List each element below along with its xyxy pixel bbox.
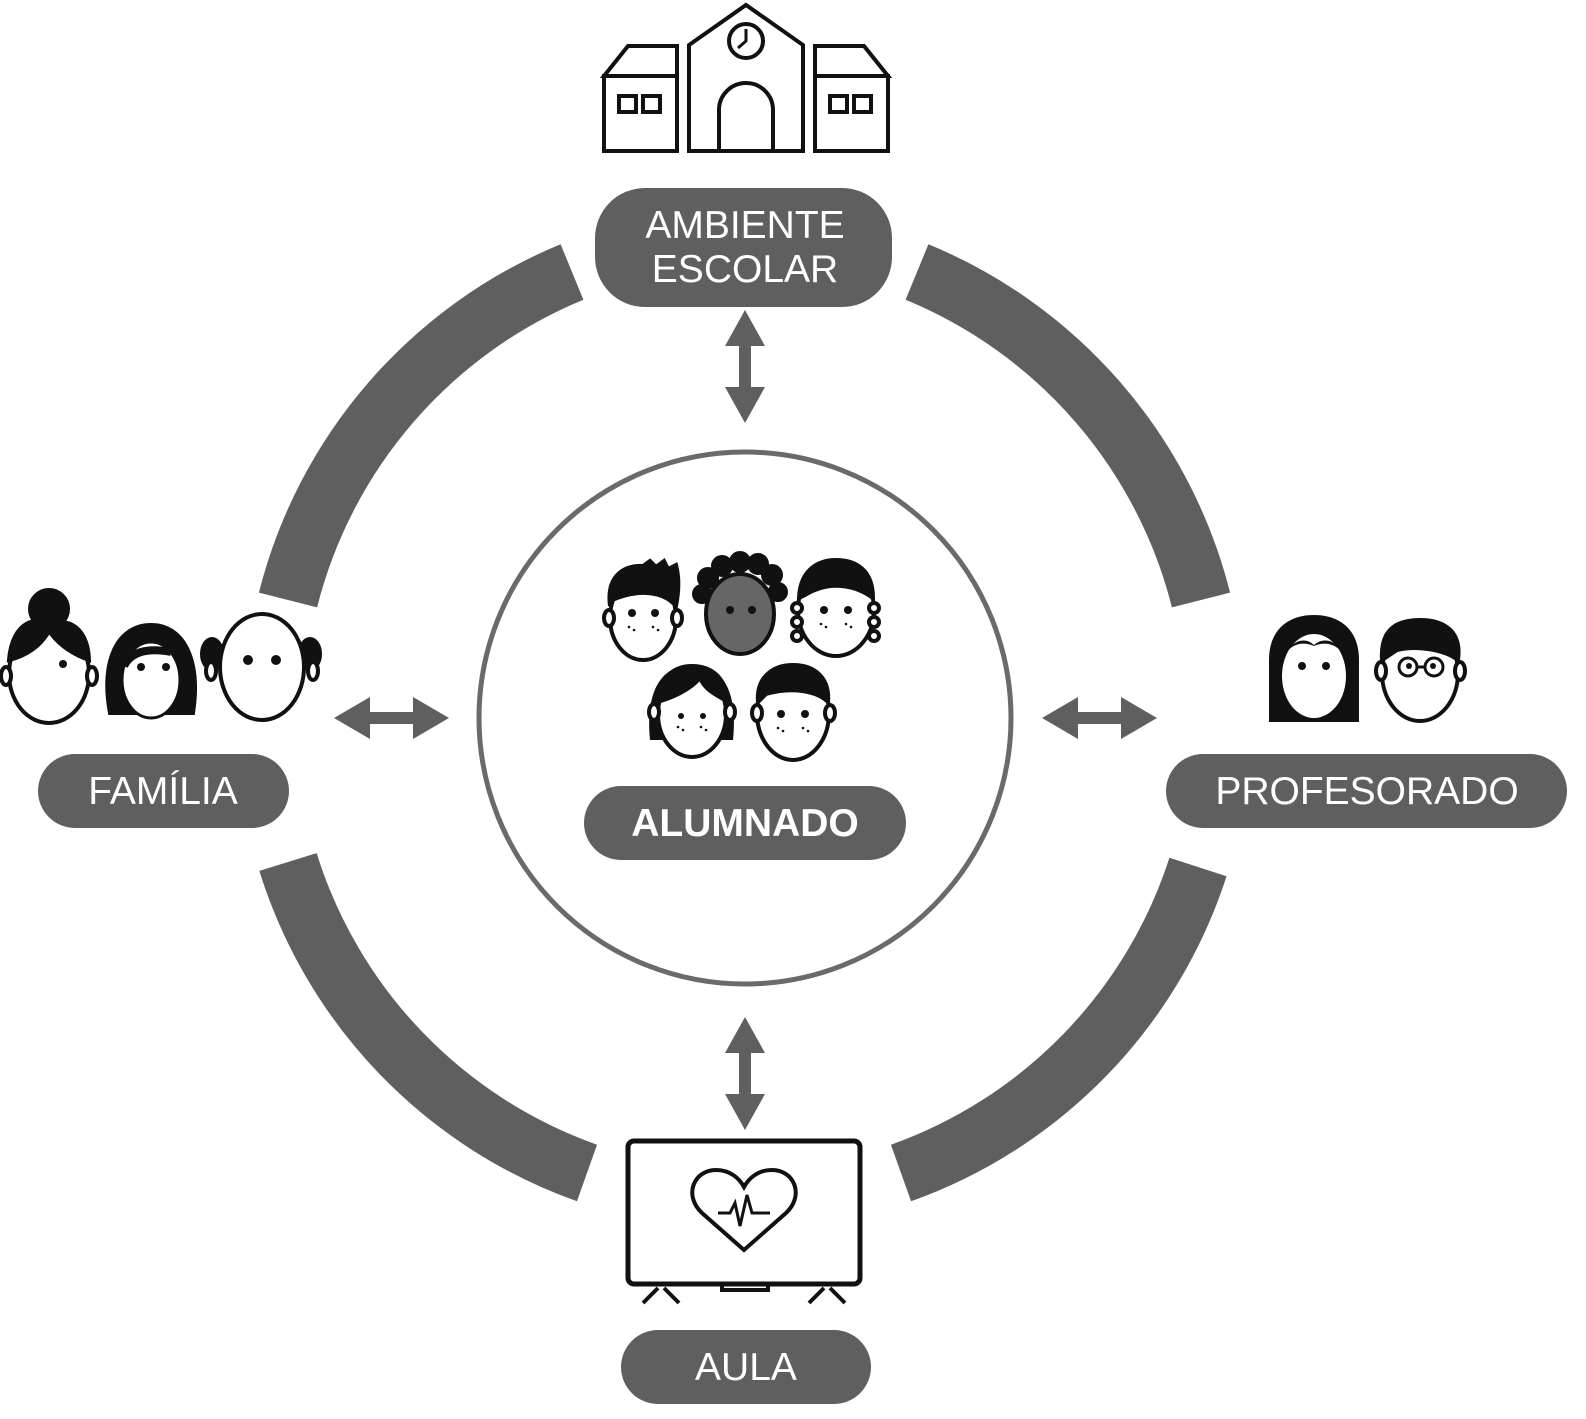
teachers-faces-icon: [1269, 615, 1467, 723]
label-ambiente-line2: ESCOLAR: [652, 248, 838, 291]
face-teacher-woman-icon: [1269, 615, 1359, 722]
face-girl-icon: [105, 622, 197, 720]
students-faces-icon: [602, 551, 881, 762]
arrows: [334, 310, 1157, 1130]
label-ambiente-line1: AMBIENTE: [645, 204, 844, 247]
family-faces-icon: [0, 588, 322, 725]
arrow-right-bidirectional: [1042, 697, 1157, 739]
arrow-left-bidirectional: [334, 697, 449, 739]
pulse-line-icon: [718, 1194, 770, 1227]
ring-arc-bottom-left: [259, 852, 598, 1202]
face-student-boy-spiky-icon: [602, 557, 684, 662]
label-alumnado: ALUMNADO: [631, 802, 858, 845]
pill-ambiente-escolar: AMBIENTE ESCOLAR: [595, 188, 892, 307]
pill-familia: FAMÍLIA: [38, 754, 289, 828]
face-teacher-man-glasses-icon: [1374, 617, 1467, 723]
face-student-girl-braids-icon: [790, 557, 881, 658]
ring-arc-top-right: [905, 244, 1231, 608]
face-student-girl-bangs-icon: [647, 663, 737, 759]
face-student-curly-icon: [692, 551, 788, 656]
heart-icon: [690, 1167, 798, 1253]
label-aula: AULA: [695, 1346, 797, 1389]
ring-arc-bottom-right: [890, 857, 1227, 1202]
ring-arc-top-left: [258, 244, 584, 608]
school-building-icon: [599, 2, 893, 153]
face-woman-bun-icon: [0, 588, 99, 725]
pill-aula: AULA: [621, 1330, 871, 1404]
center-circle: [476, 449, 1014, 987]
arrow-top-bidirectional: [725, 310, 765, 423]
pill-alumnado: ALUMNADO: [584, 786, 906, 860]
face-bald-man-icon: [200, 612, 322, 722]
label-familia: FAMÍLIA: [88, 770, 238, 813]
tv-heart-pulse-icon: [625, 1138, 863, 1305]
arrow-bottom-bidirectional: [725, 1017, 765, 1130]
label-profesorado: PROFESORADO: [1215, 770, 1518, 813]
face-student-boy-short-icon: [750, 662, 837, 762]
outer-ring: [258, 244, 1231, 1202]
pill-profesorado: PROFESORADO: [1166, 754, 1567, 828]
